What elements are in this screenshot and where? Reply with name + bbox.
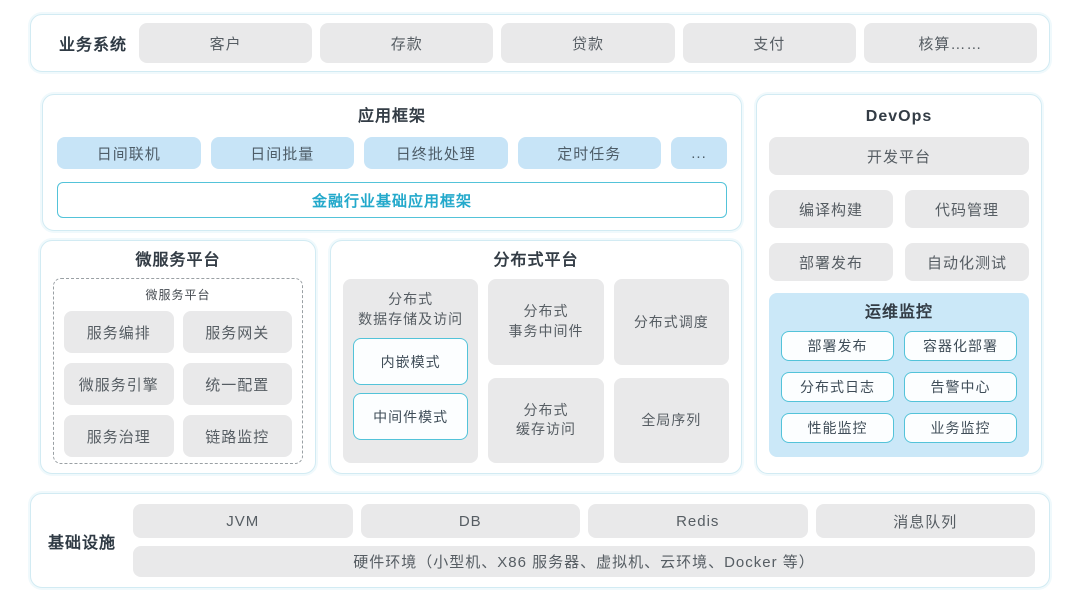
dist-item-scheduler: 分布式调度: [613, 279, 729, 365]
infra-item-redis: Redis: [588, 504, 808, 538]
dist-storage-box: 分布式 数据存储及访问 内嵌模式 中间件模式: [343, 279, 479, 463]
ops-item-business-monitor: 业务监控: [904, 413, 1017, 443]
devops-tool-deploy: 部署发布: [769, 243, 893, 281]
business-item-customer: 客户: [139, 23, 313, 63]
devops-title: DevOps: [865, 108, 933, 125]
distributed-title: 分布式平台: [493, 252, 579, 269]
af-item-eod-batch: 日终批处理: [364, 137, 508, 169]
ops-monitor-row-1: 部署发布 容器化部署: [781, 331, 1017, 361]
infra-hardware-bar: 硬件环境（小型机、X86 服务器、虚拟机、云环境、Docker 等）: [133, 546, 1035, 577]
dist-mode-embedded: 内嵌模式: [353, 338, 469, 386]
ops-monitor-panel: 运维监控 部署发布 容器化部署 分布式日志 告警中心 性能监控 业务监控: [769, 293, 1029, 457]
devops-tools-row-2: 部署发布 自动化测试: [769, 243, 1029, 281]
app-framework-panel: 应用框架 日间联机 日间批量 日终批处理 定时任务 ... 金融行业基础应用框架: [42, 94, 742, 231]
devops-panel: DevOps 开发平台 编译构建 代码管理 部署发布 自动化测试 运维监控 部署…: [756, 94, 1042, 474]
ops-monitor-title: 运维监控: [864, 304, 933, 321]
infra-item-db: DB: [360, 504, 580, 538]
app-framework-title: 应用框架: [357, 108, 426, 125]
ms-item-governance: 服务治理: [64, 415, 174, 457]
af-item-daytime-online: 日间联机: [57, 137, 201, 169]
ops-item-deploy-release: 部署发布: [781, 331, 894, 361]
business-systems-panel: 业务系统 客户 存款 贷款 支付 核算……: [30, 14, 1050, 72]
microservice-inner-label: 微服务平台: [145, 288, 211, 302]
ops-item-performance-monitor: 性能监控: [781, 413, 894, 443]
ms-item-link-monitor: 链路监控: [182, 415, 292, 457]
ms-item-engine: 微服务引擎: [64, 363, 174, 405]
microservice-panel: 微服务平台 微服务平台 服务编排 服务网关 微服务引擎 统一配置 服务治理 链路…: [40, 240, 316, 474]
devops-tool-code-mgmt: 代码管理: [905, 190, 1029, 228]
infrastructure-content: JVM DB Redis 消息队列 硬件环境（小型机、X86 服务器、虚拟机、云…: [133, 504, 1035, 577]
distributed-col-3: 分布式调度 全局序列: [613, 279, 729, 463]
microservice-title: 微服务平台: [135, 252, 221, 269]
business-item-loan: 贷款: [501, 23, 675, 63]
infrastructure-items-row: JVM DB Redis 消息队列: [133, 504, 1035, 538]
dist-item-global-sequence: 全局序列: [613, 377, 729, 463]
distributed-grid: 分布式 数据存储及访问 内嵌模式 中间件模式 分布式 事务中间件 分布式 缓存访…: [343, 279, 729, 463]
devops-tool-build: 编译构建: [769, 190, 893, 228]
app-framework-items-row: 日间联机 日间批量 日终批处理 定时任务 ...: [57, 137, 727, 169]
af-item-scheduled-task: 定时任务: [517, 137, 661, 169]
dist-mode-middleware: 中间件模式: [353, 393, 469, 441]
base-framework-box: 金融行业基础应用框架: [57, 182, 727, 218]
dist-item-transaction-middleware: 分布式 事务中间件: [488, 279, 604, 365]
dist-storage-label: 分布式 数据存储及访问: [358, 291, 464, 327]
infrastructure-label: 基础设施: [47, 534, 116, 552]
ops-monitor-row-2: 分布式日志 告警中心: [781, 372, 1017, 402]
ms-item-unified-config: 统一配置: [182, 363, 292, 405]
infra-item-jvm: JVM: [133, 504, 353, 538]
business-item-accounting: 核算……: [863, 23, 1038, 63]
microservice-row-2: 微服务引擎 统一配置: [64, 363, 292, 405]
ms-item-gateway: 服务网关: [182, 311, 292, 353]
infra-item-message-queue: 消息队列: [815, 504, 1035, 538]
distributed-panel: 分布式平台 分布式 数据存储及访问 内嵌模式 中间件模式 分布式 事务中间件 分…: [330, 240, 742, 474]
ops-item-alert-center: 告警中心: [904, 372, 1017, 402]
business-systems-label: 业务系统: [58, 37, 127, 54]
infrastructure-panel: 基础设施 JVM DB Redis 消息队列 硬件环境（小型机、X86 服务器、…: [30, 493, 1050, 588]
microservice-row-1: 服务编排 服务网关: [64, 311, 292, 353]
ms-item-orchestration: 服务编排: [64, 311, 174, 353]
microservice-row-3: 服务治理 链路监控: [64, 415, 292, 457]
dist-item-cache-access: 分布式 缓存访问: [488, 377, 604, 463]
af-item-daytime-batch: 日间批量: [210, 137, 354, 169]
devops-tool-auto-test: 自动化测试: [905, 243, 1029, 281]
ops-item-distributed-log: 分布式日志: [781, 372, 894, 402]
devops-dev-platform: 开发平台: [769, 137, 1029, 175]
business-item-payment: 支付: [682, 23, 856, 63]
ops-monitor-row-3: 性能监控 业务监控: [781, 413, 1017, 443]
business-item-deposit: 存款: [320, 23, 494, 63]
ops-item-container-deploy: 容器化部署: [904, 331, 1017, 361]
devops-tools-row-1: 编译构建 代码管理: [769, 190, 1029, 228]
af-item-more: ...: [671, 137, 727, 169]
business-items-row: 客户 存款 贷款 支付 核算……: [139, 23, 1038, 63]
microservice-inner-box: 微服务平台 服务编排 服务网关 微服务引擎 统一配置 服务治理 链路监控: [53, 278, 303, 464]
distributed-col-2: 分布式 事务中间件 分布式 缓存访问: [488, 279, 604, 463]
